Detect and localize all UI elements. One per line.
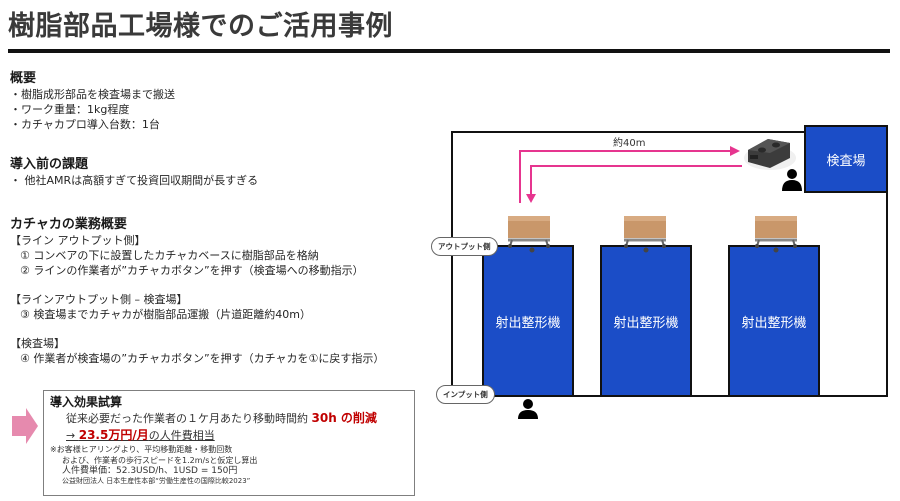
effect-labor-rate: 人件費単価：52.3USD/h、1USD = 150円 bbox=[62, 466, 238, 476]
ops-group-label: 【ライン アウトプット側】 bbox=[10, 234, 146, 247]
effect-note: および、作業者の歩行スピードを1.2m/sと仮定し算出 bbox=[62, 456, 258, 465]
overview-item: ・樹脂成形部品を検査場まで搬送 bbox=[10, 88, 175, 101]
effect-cost-suffix: の人件費相当 bbox=[148, 429, 215, 442]
injection-molding-machine: 射出整形機 bbox=[600, 245, 692, 397]
page-title: 樹脂部品工場様でのご活用事例 bbox=[8, 11, 393, 42]
effect-heading: 導入効果試算 bbox=[50, 395, 123, 409]
effect-cost-highlight: 23.5万円/月 bbox=[78, 428, 149, 442]
title-divider bbox=[8, 49, 890, 53]
right-arrow-icon bbox=[12, 408, 38, 444]
ops-step: ② ラインの作業者が”カチャカボタン”を押す（検査場への移動指示） bbox=[20, 264, 364, 277]
issue-heading: 導入前の課題 bbox=[10, 157, 89, 172]
input-side-label: インプット側 bbox=[436, 385, 495, 404]
issue-item: ・ 他社AMRは高額すぎて投資回収期間が長すぎる bbox=[10, 174, 259, 187]
output-side-label: アウトプット側 bbox=[431, 237, 498, 256]
injection-molding-machine: 射出整形機 bbox=[482, 245, 574, 397]
overview-section: 概要 ・樹脂成形部品を検査場まで搬送 ・ワーク重量：1kg程度 ・カチャカプロ導… bbox=[10, 70, 175, 132]
effect-time-text: 従来必要だった作業者の１ケ月あたり移動時間約 bbox=[66, 412, 312, 425]
operations-heading: カチャカの業務概要 bbox=[10, 217, 127, 232]
ops-group-label: 【ラインアウトプット側 – 検査場】 bbox=[10, 293, 188, 306]
effect-time-highlight: 30h の削減 bbox=[311, 411, 377, 425]
issue-section: 導入前の課題 ・ 他社AMRは高額すぎて投資回収期間が長すぎる bbox=[10, 156, 258, 188]
effect-estimate-box: 導入効果試算 従来必要だった作業者の１ケ月あたり移動時間約 30h の削減 → … bbox=[43, 390, 415, 496]
overview-heading: 概要 bbox=[10, 71, 37, 86]
effect-arrow-text: → bbox=[66, 429, 79, 442]
injection-molding-machine: 射出整形機 bbox=[728, 245, 820, 397]
effect-time-reduction: 従来必要だった作業者の１ケ月あたり移動時間約 30h の削減 bbox=[50, 410, 408, 427]
ops-step: ① コンベアの下に設置したカチャカベースに樹脂部品を格納 bbox=[20, 249, 319, 262]
effect-note: ※お客様ヒアリングより、平均移動距離・移動回数 bbox=[50, 445, 233, 454]
worker-person-icon bbox=[518, 399, 538, 419]
ops-group-label: 【検査場】 bbox=[10, 337, 65, 350]
overview-item: ・ワーク重量：1kg程度 bbox=[10, 103, 130, 116]
effect-cost-equivalent: → 23.5万円/月の人件費相当 bbox=[50, 427, 408, 444]
ops-step: ③ 検査場までカチャカが樹脂部品運搬（片道距離約40m） bbox=[20, 308, 311, 321]
ops-step: ④ 作業者が検査場の”カチャカボタン”を押す（カチャカを①に戻す指示） bbox=[20, 352, 385, 365]
overview-item: ・カチャカプロ導入台数：1台 bbox=[10, 118, 160, 131]
effect-source: 公益財団法人 日本生産性本部“労働生産性の国際比較2023” bbox=[62, 477, 251, 485]
operations-section: カチャカの業務概要 【ライン アウトプット側】 ① コンベアの下に設置したカチャ… bbox=[10, 216, 384, 366]
inspection-area: 検査場 bbox=[804, 125, 888, 193]
distance-label: 約40m bbox=[613, 138, 646, 149]
